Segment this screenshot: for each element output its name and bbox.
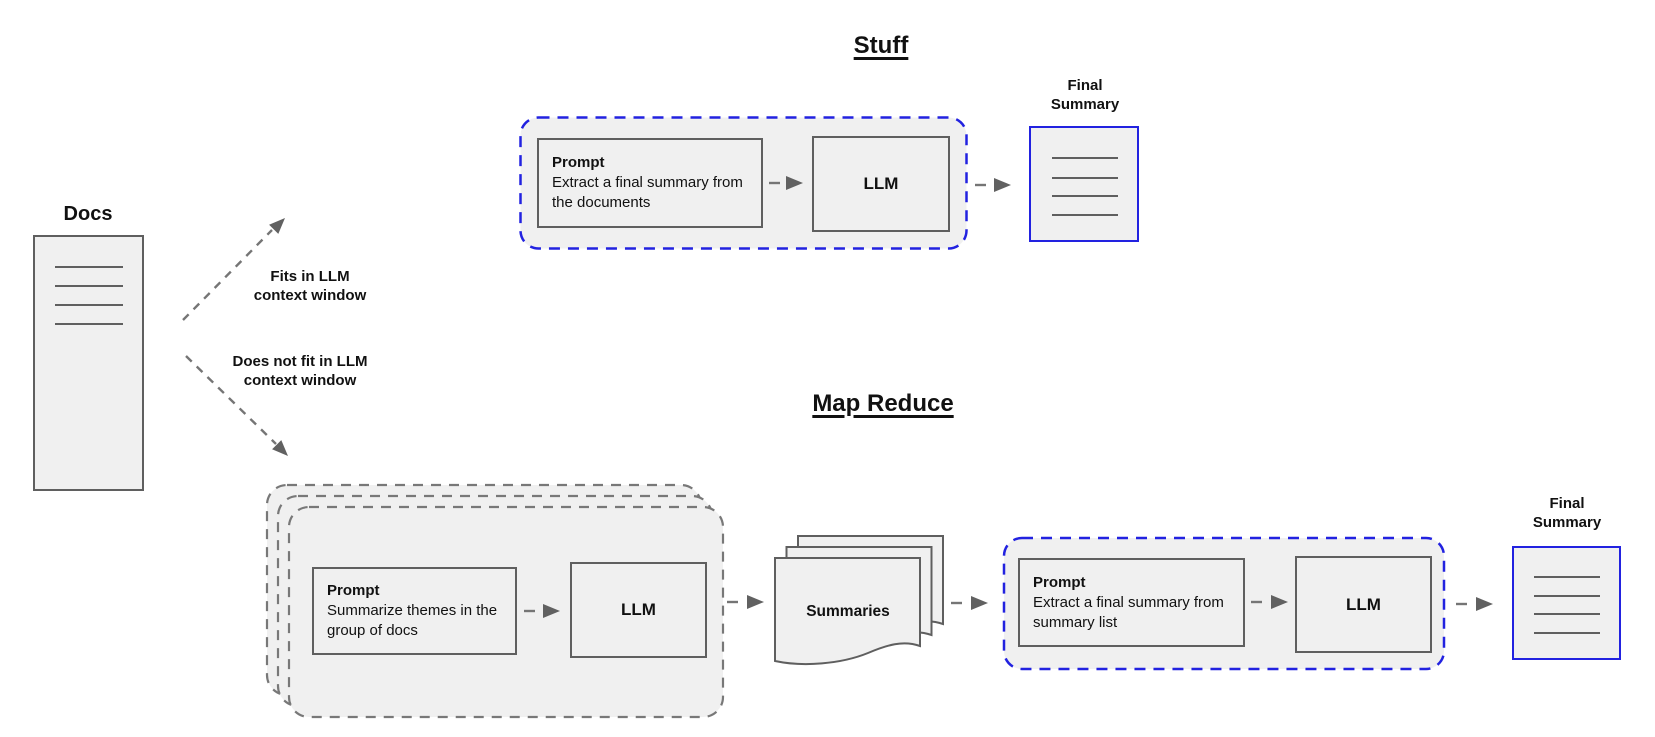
stuff-final-summary-document: [1029, 126, 1139, 242]
arrow-map-prompt-llm-head-icon: [543, 604, 560, 618]
map-prompt-body: Summarize themes in the group of docs: [327, 602, 498, 639]
stuff-prompt-heading: Prompt: [552, 154, 605, 171]
stuff-llm-box: LLM: [812, 136, 950, 232]
stuff-prompt-body: Extract a final summary from the documen…: [552, 174, 743, 211]
branch-not-fits-label: Does not fit in LLM context window: [232, 353, 368, 389]
reduce-final-summary-document: [1512, 546, 1621, 660]
stuff-prompt-box: Prompt Extract a final summary from the …: [537, 138, 763, 228]
map-llm-box: LLM: [570, 562, 707, 658]
reduce-prompt-body: Extract a final summary from summary lis…: [1033, 593, 1224, 631]
stuff-title: Stuff: [853, 32, 909, 59]
map-prompt-heading: Prompt: [327, 582, 380, 599]
arrow-reduce-prompt-llm-head-icon: [1271, 595, 1288, 609]
arrow-summaries-reduce-head-icon: [971, 596, 988, 610]
docs-document: [33, 235, 144, 491]
reduce-llm-box: LLM: [1295, 556, 1432, 653]
arrow-not-fits-line: [185, 355, 277, 445]
arrow-stuff-prompt-llm-head-icon: [786, 176, 803, 190]
reduce-prompt-heading: Prompt: [1033, 573, 1086, 591]
docs-label: Docs: [63, 203, 113, 225]
arrow-stuff-llm-summary-head-icon: [994, 178, 1011, 192]
summaries-label: Summaries: [806, 603, 890, 620]
branch-fits-label: Fits in LLM context window: [253, 268, 367, 304]
arrow-fits-line: [182, 229, 273, 321]
arrow-reduce-llm-summary-head-icon: [1476, 597, 1493, 611]
arrow-map-llm-summaries-head-icon: [747, 595, 764, 609]
arrow-not-fits-head-icon: [272, 440, 288, 456]
summaries-page-front: [774, 557, 921, 665]
reduce-prompt-box: Prompt Extract a final summary from summ…: [1018, 558, 1245, 647]
summaries-stack: [774, 535, 944, 665]
reduce-final-summary-label: Final Summary: [1532, 495, 1602, 531]
map-prompt-box: Prompt Summarize themes in the group of …: [312, 567, 517, 655]
map-reduce-title: Map Reduce: [812, 390, 954, 417]
stuff-final-summary-label: Final Summary: [1050, 77, 1120, 113]
arrow-fits-head-icon: [269, 218, 285, 234]
